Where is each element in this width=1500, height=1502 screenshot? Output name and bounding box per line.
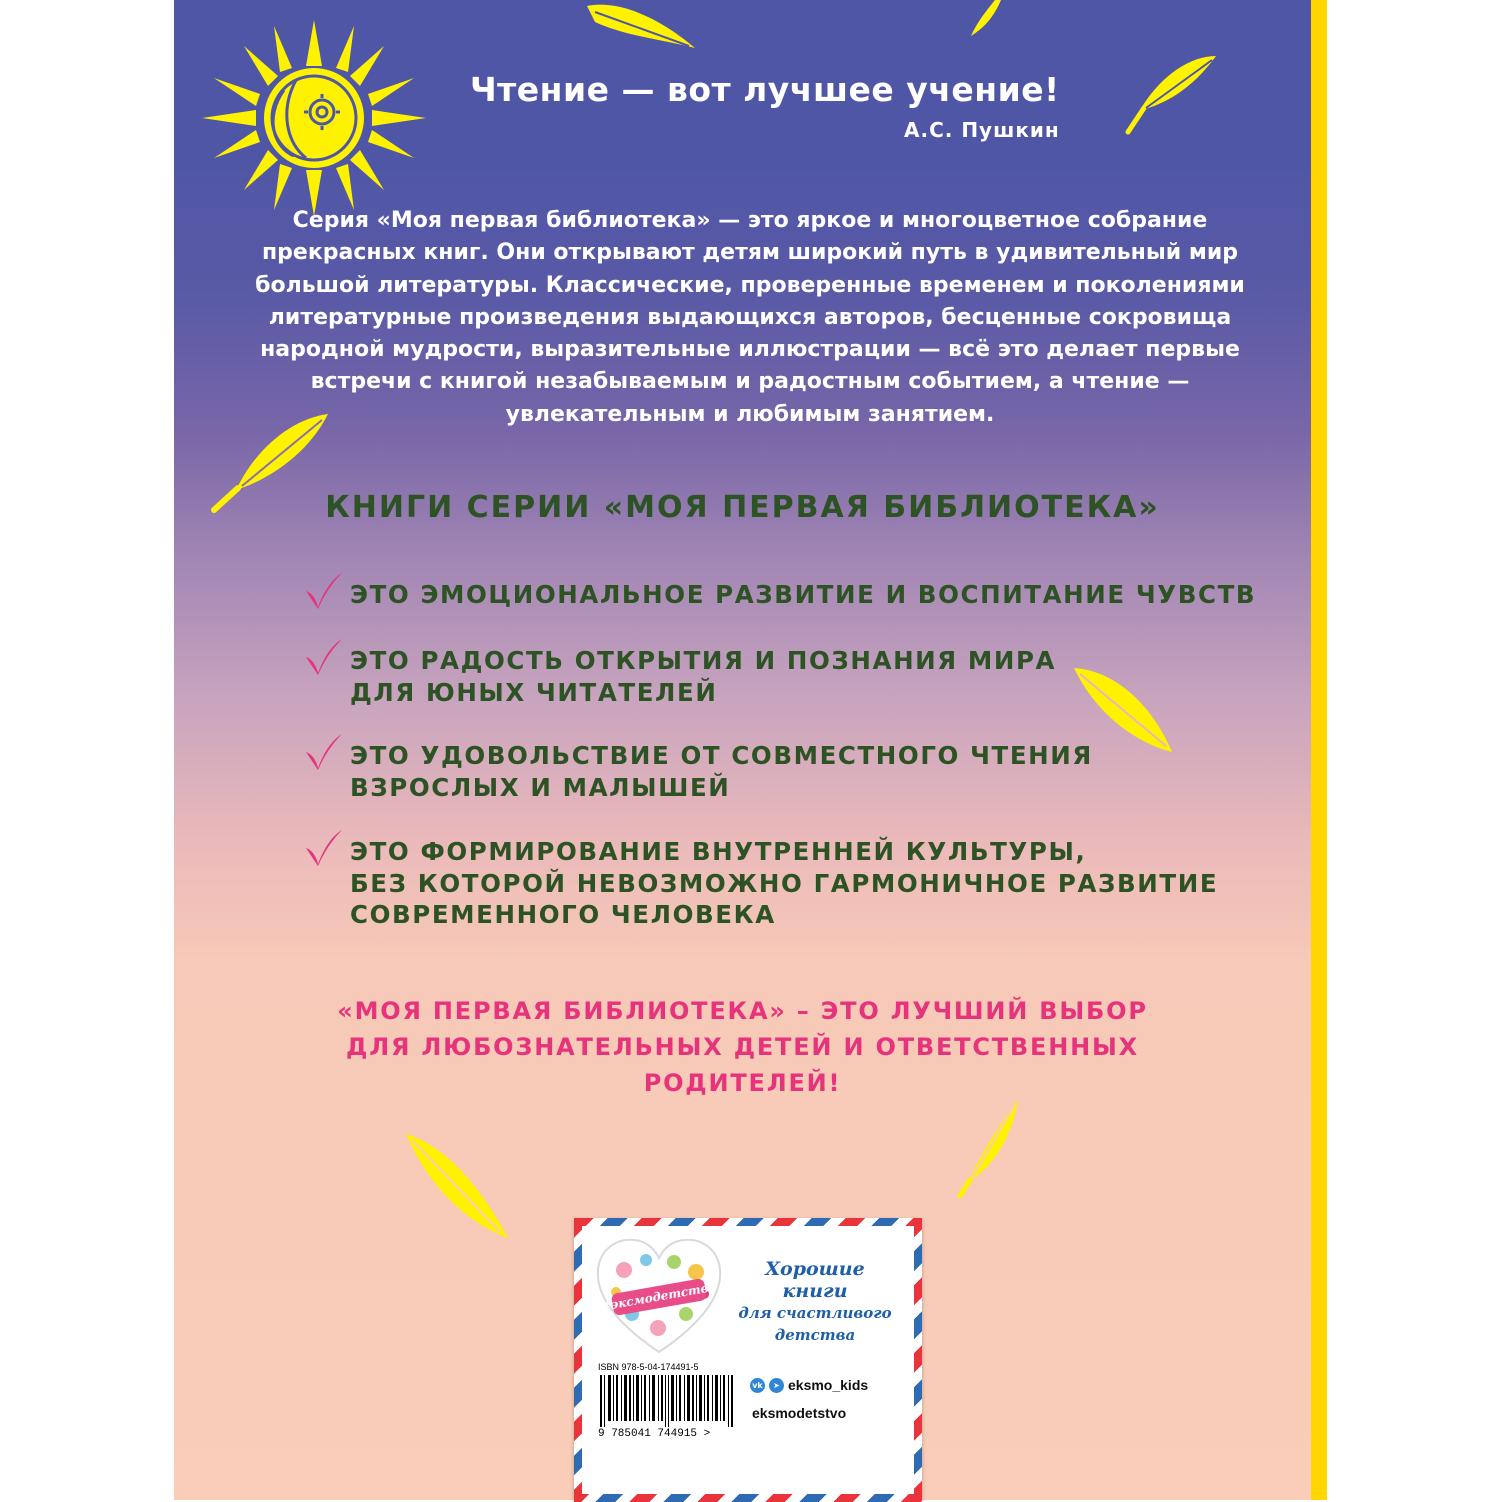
isbn-label: ISBN 978-5-04-174491-5 [598, 1362, 699, 1372]
feather-icon [587, 4, 695, 48]
feature-text: БЕЗ КОТОРОЙ НЕВОЗМОЖНО ГАРМОНИЧНОЕ РАЗВИ… [350, 868, 1219, 898]
feather-icon [211, 414, 328, 513]
checkmark-icon [306, 830, 342, 866]
feather-icon [957, 1100, 1018, 1198]
slogan-line: для счастливого [738, 1304, 892, 1322]
feature-text: ЭТО ЭМОЦИОНАЛЬНОЕ РАЗВИТИЕ И ВОСПИТАНИЕ … [350, 580, 1257, 609]
intro-paragraph: Серия «Моя первая библиотека» — это ярко… [250, 205, 1250, 431]
intro-line: встречи с книгой незабываемым и радостны… [310, 369, 1190, 395]
feature-text: СОВРЕМЕННОГО ЧЕЛОВЕКА [350, 900, 776, 929]
feather-icon [971, 0, 1001, 36]
feature-text: ДЛЯ ЮНЫХ ЧИТАТЕЛЕЙ [350, 677, 718, 707]
slogan-line: Хорошие [765, 1258, 865, 1280]
social-links: vk ➤ eksmo_kids eksmodetstvo [750, 1371, 868, 1427]
slogan-line: книги [782, 1280, 848, 1302]
closing-line: «МОЯ ПЕРВАЯ БИБЛИОТЕКА» – ЭТО ЛУЧШИЙ ВЫБ… [337, 997, 1148, 1025]
closing-line: РОДИТЕЛЕЙ! [643, 1069, 842, 1097]
feather-icon [1074, 668, 1172, 752]
vk-icon: vk [750, 1377, 765, 1393]
checkmark-icon [306, 734, 342, 770]
sun-icon [202, 20, 426, 216]
barcode-icon [600, 1375, 733, 1427]
barcode-digits: 9 785041 744915 > [598, 1428, 711, 1440]
quote-author: А.С. Пушкин [904, 118, 1060, 142]
intro-line: народной мудрости, выразительные иллюстр… [260, 337, 1240, 363]
social-handle: eksmodetstvo [752, 1405, 847, 1421]
feather-icon [1125, 56, 1216, 135]
intro-line: большой литературы. Классические, провер… [255, 272, 1245, 298]
feature-text: ЭТО ФОРМИРОВАНИЕ ВНУТРЕННЕЙ КУЛЬТУРЫ, [350, 837, 1087, 866]
telegram-icon: ➤ [769, 1377, 784, 1393]
spine-strip [1311, 0, 1327, 1500]
sticker-card: #эксмодетство Хорошие книги для счастлив… [582, 1226, 914, 1494]
feature-text: ЭТО УДОВОЛЬСТВИЕ ОТ СОВМЕСТНОГО ЧТЕНИЯ [350, 741, 1093, 770]
feather-icon [406, 1134, 508, 1238]
series-title: КНИГИ СЕРИИ «МОЯ ПЕРВАЯ БИБЛИОТЕКА» [325, 490, 1160, 525]
closing-statement: «МОЯ ПЕРВАЯ БИБЛИОТЕКА» – ЭТО ЛУЧШИЙ ВЫБ… [174, 993, 1311, 1101]
checkmark-icon [306, 639, 342, 675]
heart-logo-icon [596, 1238, 722, 1354]
intro-line: литературные произведения выдающихся авт… [268, 304, 1232, 330]
slogan-line: детства [774, 1326, 856, 1344]
social-handle: eksmo_kids [788, 1377, 869, 1393]
intro-line: прекрасных книг. Они открывают детям шир… [261, 240, 1238, 266]
intro-line: Серия «Моя первая библиотека» — это ярко… [292, 208, 1208, 233]
sticker-slogan: Хорошие книги для счастливого детства [730, 1258, 900, 1346]
feature-text: ЭТО РАДОСТЬ ОТКРЫТИЯ И ПОЗНАНИЯ МИРА [350, 646, 1057, 675]
checkmark-icon [306, 573, 342, 609]
feature-text: ВЗРОСЛЫХ И МАЛЫШЕЙ [350, 772, 731, 802]
intro-line: увлекательным и любимым занятием. [505, 401, 995, 427]
quote-text: Чтение — вот лучшее учение! [470, 70, 1060, 109]
isbn-block: ISBN 978-5-04-174491-5 [598, 1362, 738, 1440]
publisher-sticker: #эксмодетство Хорошие книги для счастлив… [574, 1218, 922, 1502]
closing-line: ДЛЯ ЛЮБОЗНАТЕЛЬНЫХ ДЕТЕЙ И ОТВЕТСТВЕННЫХ [346, 1033, 1139, 1061]
